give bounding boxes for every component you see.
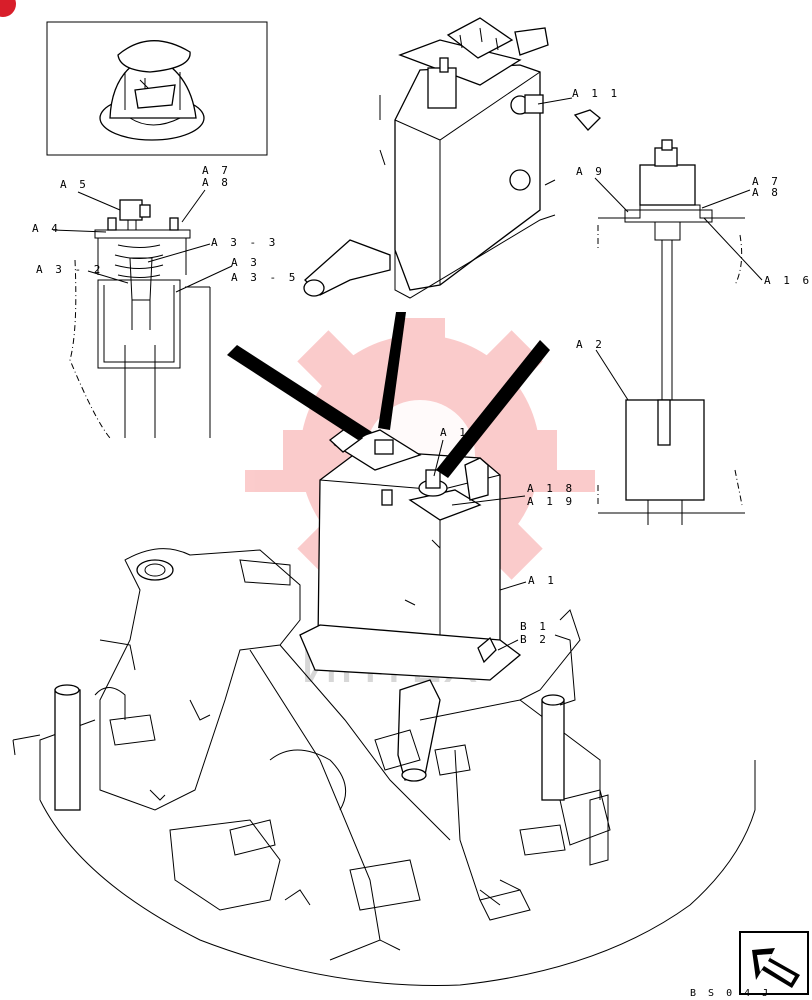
label-a11: A 1 1 <box>572 87 620 100</box>
tank-assembly-center <box>299 424 522 782</box>
label-a5: A 5 <box>60 178 89 191</box>
label-a8-right: A 8 <box>752 186 781 199</box>
label-a7-right: A 7 <box>752 175 781 188</box>
label-a3: A 3 <box>231 256 260 269</box>
detail-right-sender <box>597 139 745 525</box>
next-page-arrow-icon[interactable] <box>739 931 809 995</box>
label-a3-3: A 3 - 3 <box>211 236 278 249</box>
label-b1: B 1 <box>520 620 549 633</box>
label-a4: A 4 <box>32 222 61 235</box>
corner-marker <box>0 0 16 17</box>
label-a9: A 9 <box>576 165 605 178</box>
label-a18: A 1 8 <box>527 482 575 495</box>
tank-assembly-top-view <box>303 17 601 299</box>
drawing-code: B S 0 4 J <box>690 988 771 999</box>
label-a3-5: A 3 - 5 <box>231 271 298 284</box>
label-a3-2: A 3 - 2 <box>36 263 103 276</box>
leader-wedges <box>227 312 550 478</box>
label-a7-left: A 7 <box>202 164 231 177</box>
label-b2: B 2 <box>520 633 549 646</box>
label-a1: A 1 <box>528 574 557 587</box>
upper-frame-chassis <box>12 548 756 986</box>
detail-left-tank-top <box>69 199 211 439</box>
overview-inset <box>46 21 268 156</box>
label-a8-left: A 8 <box>202 176 231 189</box>
callout-labels: A 5 A 7 A 8 A 4 A 3 - 3 A 3 - 2 A 3 A 3 … <box>32 87 812 646</box>
label-a19: A 1 9 <box>527 495 575 508</box>
callout-leaders <box>52 97 763 651</box>
label-a16: A 1 6 <box>764 274 812 287</box>
label-a17: A 1 7 <box>440 426 488 439</box>
label-a2: A 2 <box>576 338 605 351</box>
